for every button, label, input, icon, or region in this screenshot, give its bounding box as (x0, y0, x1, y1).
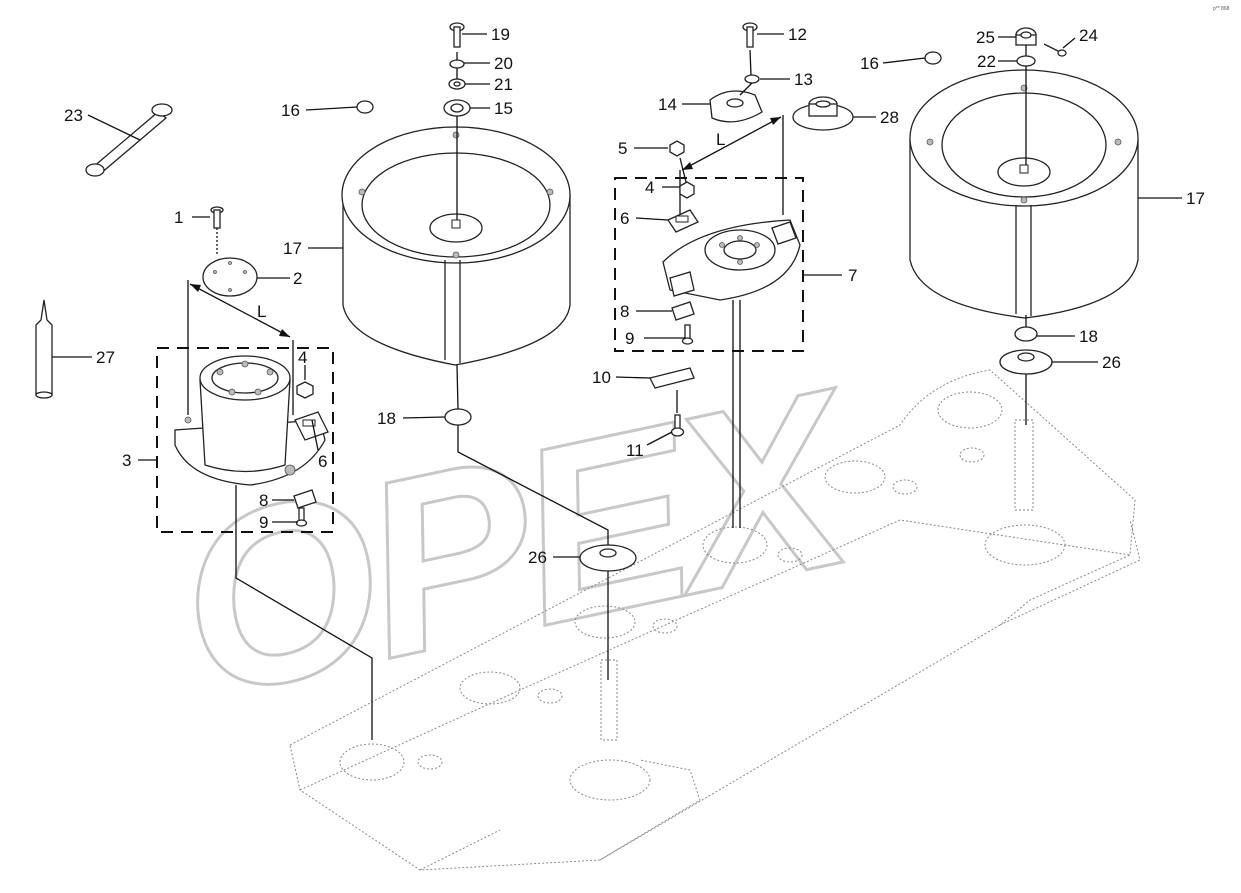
callout-13: 13 (794, 70, 813, 89)
corner-code: p** 868 (1213, 6, 1230, 12)
callout-8-left: 8 (259, 491, 268, 510)
dimension-l-right-label: L (716, 130, 725, 149)
callout-17-left: 17 (283, 239, 302, 258)
washer-21 (448, 78, 466, 90)
washer-26-left (579, 544, 637, 572)
washer-22 (1016, 55, 1036, 67)
hub-14 (709, 90, 763, 123)
sealant-tube-27 (35, 299, 53, 399)
callout-27: 27 (96, 348, 115, 367)
drum-right (909, 69, 1139, 319)
knife-10 (649, 367, 695, 389)
plate-8-left (293, 489, 317, 509)
callout-12: 12 (788, 25, 807, 44)
callout-18-left: 18 (377, 409, 396, 428)
callout-4-right: 4 (645, 178, 654, 197)
nut-4-right (679, 181, 695, 199)
housing-3 (174, 355, 326, 486)
cover-2 (202, 257, 258, 297)
callout-19: 19 (491, 25, 510, 44)
knife-holder-6-left (294, 411, 329, 441)
callout-28: 28 (880, 108, 899, 127)
callout-4-left: 4 (298, 348, 307, 367)
bolt-12 (742, 22, 758, 48)
callout-23: 23 (64, 106, 83, 125)
screw-24 (1043, 43, 1067, 57)
callout-16-left: 16 (281, 101, 300, 120)
callout-leaders (52, 33, 1182, 558)
cap-16-left (356, 100, 374, 114)
plate-8-right (671, 301, 695, 321)
callout-17-right: 17 (1186, 189, 1205, 208)
assembly-lines (235, 45, 1027, 740)
washer-26-right (999, 349, 1053, 375)
callout-9-left: 9 (259, 513, 268, 532)
bolt-9-right (681, 324, 694, 345)
callout-25: 25 (976, 28, 995, 47)
callout-3: 3 (122, 451, 131, 470)
disk-hub-28 (792, 96, 854, 131)
knife-holder-6-right (667, 209, 699, 233)
bushing-25 (1015, 27, 1037, 46)
callout-labels: 1 2 3 4 4 5 6 6 7 8 8 9 9 10 11 12 13 14… (64, 25, 1205, 567)
callout-16-right: 16 (860, 54, 879, 73)
washer-13 (744, 74, 760, 84)
callout-21: 21 (494, 75, 513, 94)
callout-26-right: 26 (1102, 353, 1121, 372)
assembly-box-3 (156, 347, 334, 533)
callout-5: 5 (618, 139, 627, 158)
callout-22: 22 (977, 52, 996, 71)
washer-20 (449, 59, 465, 69)
dimension-l-left-label: L (257, 302, 266, 321)
cutter-bar (289, 369, 1141, 871)
callout-2: 2 (293, 269, 302, 288)
callout-10: 10 (592, 368, 611, 387)
callout-11: 11 (626, 441, 644, 460)
drum-left (341, 126, 571, 366)
callout-6-right: 6 (620, 209, 629, 228)
callout-26-left: 26 (528, 548, 547, 567)
callout-1: 1 (174, 208, 183, 227)
flange-15 (443, 99, 471, 117)
callout-18-right: 18 (1079, 327, 1098, 346)
callout-20: 20 (494, 54, 513, 73)
callout-6-left: 6 (318, 452, 327, 471)
callout-9-right: 9 (625, 329, 634, 348)
disc-7 (662, 219, 801, 301)
nut-5 (669, 140, 685, 157)
bolt-19 (449, 22, 465, 48)
callout-8-right: 8 (620, 302, 629, 321)
ring-18-right (1014, 326, 1038, 342)
cap-16-right (924, 51, 942, 65)
wrench-23 (85, 103, 173, 177)
bolt-1 (210, 206, 224, 255)
dimension-l-right: L (679, 115, 784, 215)
callout-7: 7 (848, 266, 857, 285)
nut-4-left (296, 381, 314, 399)
bolt-9-left (295, 507, 308, 527)
bolt-11 (670, 414, 685, 437)
callout-14: 14 (658, 95, 677, 114)
callout-24: 24 (1079, 26, 1098, 45)
ring-18-left (444, 408, 472, 426)
callout-15: 15 (494, 99, 513, 118)
